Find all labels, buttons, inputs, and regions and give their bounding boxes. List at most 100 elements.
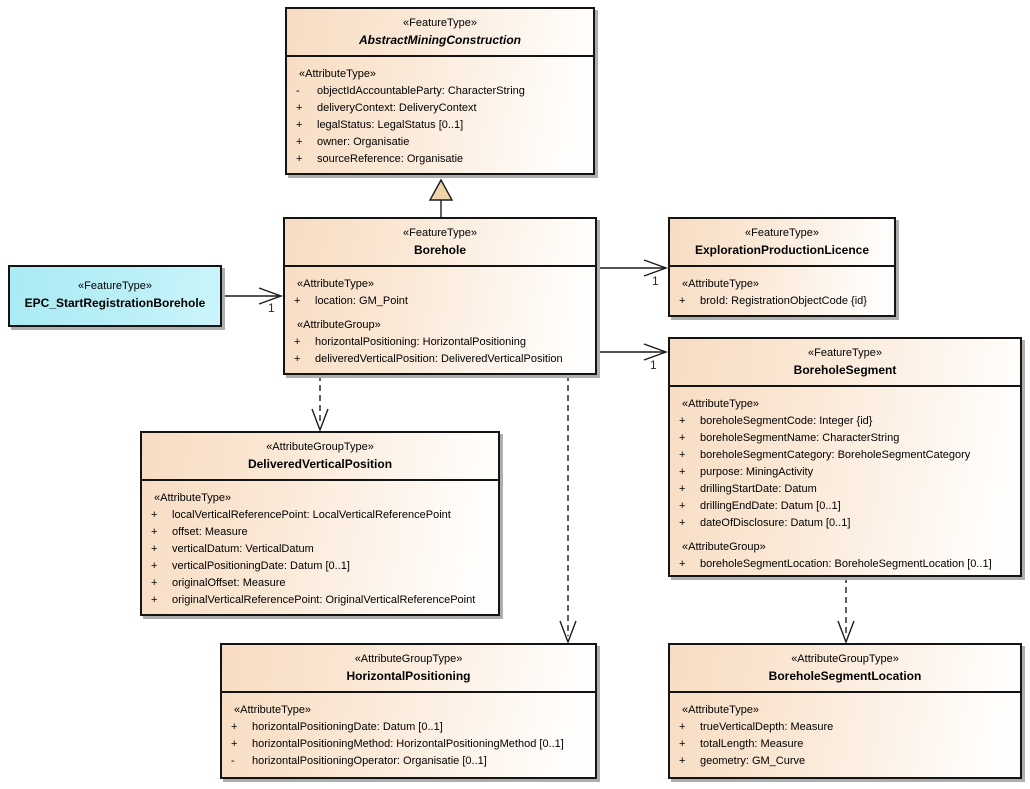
attribute-row[interactable]: + horizontalPositioningMethod: Horizontal… <box>222 736 595 753</box>
class-abstract-mining-construction[interactable]: «FeatureType» AbstractMiningConstruction… <box>285 7 595 175</box>
dependency-boreholesegment-to-boreholesegmentlocation[interactable] <box>837 577 855 644</box>
attribute-row[interactable]: - horizontalPositioningOperator: Organisa… <box>222 753 595 770</box>
attribute-row[interactable]: +horizontalPositioning: HorizontalPositi… <box>285 334 595 351</box>
attribute-row[interactable]: + geometry: GM_Curve <box>670 753 1020 770</box>
attribute-row[interactable]: +location: GM_Point <box>285 293 595 310</box>
attribute-row[interactable]: + drillingStartDate: Datum <box>670 481 1020 498</box>
attribute-text: originalOffset: Measure <box>172 577 286 589</box>
attribute-row[interactable]: + verticalPositioningDate: Datum [0..1] <box>142 558 498 575</box>
visibility-marker: + <box>296 102 303 114</box>
attribute-text: owner: Organisatie <box>317 136 410 148</box>
attribute-row[interactable]: +broId: RegistrationObjectCode {id} <box>670 293 894 310</box>
attribute-row[interactable]: +verticalDatum: VerticalDatum <box>142 541 498 558</box>
stereotype-label: «FeatureType» <box>808 347 882 359</box>
class-header: «FeatureType» ExplorationProductionLicen… <box>670 219 894 267</box>
attribute-text: verticalDatum: VerticalDatum <box>172 543 314 555</box>
attribute-row[interactable]: +drillingEndDate: Datum [0..1] <box>670 498 1020 515</box>
dependency-borehole-to-deliveredverticalposition[interactable] <box>311 375 329 432</box>
stereotype-label: «AttributeGroupType» <box>791 653 899 665</box>
attribute-row[interactable]: +deliveredVerticalPosition: DeliveredVer… <box>285 351 595 368</box>
attribute-row[interactable]: -objectIdAccountableParty: CharacterStri… <box>287 83 593 100</box>
attribute-group-heading: «AttributeGroup» <box>682 541 766 553</box>
class-delivered-vertical-position[interactable]: «AttributeGroupType» DeliveredVerticalPo… <box>140 431 500 616</box>
class-epc-start-registration-borehole[interactable]: «FeatureType» EPC_StartRegistrationBoreh… <box>8 265 222 327</box>
visibility-marker: + <box>679 432 686 444</box>
attribute-text: horizontalPositioningOperator: Organisat… <box>252 755 487 767</box>
generalization-borehole-to-abstractminingconstruction[interactable] <box>428 178 454 217</box>
class-header: «FeatureType» Borehole <box>285 219 595 267</box>
stereotype-label: «FeatureType» <box>745 227 819 239</box>
multiplicity-label-borehole-segment: 1 <box>650 358 657 372</box>
visibility-marker: - <box>231 755 235 767</box>
attribute-row[interactable]: + originalVerticalReferencePoint: Origina… <box>142 592 498 609</box>
attribute-row[interactable]: + purpose: MiningActivity <box>670 464 1020 481</box>
attribute-text: deliveredVerticalPosition: DeliveredVert… <box>315 353 563 365</box>
class-name: Borehole <box>413 243 466 257</box>
attribute-text: horizontalPositioning: HorizontalPositio… <box>315 336 526 348</box>
class-horizontal-positioning[interactable]: «AttributeGroupType» HorizontalPositioni… <box>220 643 597 779</box>
class-header: «AttributeGroupType» HorizontalPositioni… <box>222 645 595 693</box>
attribute-text: geometry: GM_Curve <box>700 755 806 767</box>
attribute-row[interactable]: +totalLength: Measure <box>670 736 1020 753</box>
class-header: «FeatureType» EPC_StartRegistrationBoreh… <box>10 267 220 315</box>
attribute-row[interactable]: +offset: Measure <box>142 524 498 541</box>
attribute-row[interactable]: +legalStatus: LegalStatus [0..1] <box>287 117 593 134</box>
attribute-type-heading: «AttributeType» <box>682 704 760 716</box>
class-name: BoreholeSegmentLocation <box>768 669 922 683</box>
attribute-row[interactable]: +boreholeSegmentLocation: BoreholeSegmen… <box>670 556 1020 573</box>
attribute-row[interactable]: +originalOffset: Measure <box>142 575 498 592</box>
attribute-text: location: GM_Point <box>315 295 408 307</box>
visibility-marker: + <box>296 136 303 148</box>
dependency-borehole-to-horizontalpositioning[interactable] <box>559 375 577 644</box>
attribute-group-heading: «AttributeGroup» <box>297 319 381 331</box>
attribute-row[interactable]: + boreholeSegmentCode: Integer {id} <box>670 413 1020 430</box>
multiplicity-label-epc-borehole: 1 <box>268 301 275 315</box>
attribute-text: trueVerticalDepth: Measure <box>700 721 834 733</box>
visibility-marker: + <box>296 153 303 165</box>
attribute-text: horizontalPositioningMethod: HorizontalP… <box>252 738 564 750</box>
association-epc-to-borehole[interactable] <box>222 287 284 305</box>
attribute-row[interactable]: +localVerticalReferencePoint: LocalVerti… <box>142 507 498 524</box>
visibility-marker: + <box>679 755 686 767</box>
attribute-text: boreholeSegmentCode: Integer {id} <box>700 415 873 427</box>
attribute-text: boreholeSegmentLocation: BoreholeSegment… <box>700 558 992 570</box>
attribute-row[interactable]: +boreholeSegmentCategory: BoreholeSegmen… <box>670 447 1020 464</box>
visibility-marker: + <box>679 466 686 478</box>
attribute-text: originalVerticalReferencePoint: Original… <box>172 594 476 606</box>
attribute-text: sourceReference: Organisatie <box>317 153 464 165</box>
attribute-row[interactable]: +dateOfDisclosure: Datum [0..1] <box>670 515 1020 532</box>
attributes-compartment: «AttributeType» +broId: RegistrationObje… <box>670 267 894 310</box>
attribute-row[interactable]: +deliveryContext: DeliveryContext <box>287 100 593 117</box>
attribute-type-heading: «AttributeType» <box>154 492 232 504</box>
attribute-text: verticalPositioningDate: Datum [0..1] <box>172 560 350 572</box>
attribute-row[interactable]: + sourceReference: Organisatie <box>287 151 593 168</box>
class-name: EPC_StartRegistrationBorehole <box>24 296 206 310</box>
attributes-compartment: «AttributeType» +localVerticalReferenceP… <box>142 481 498 609</box>
association-borehole-to-explorationproductionlicence[interactable] <box>597 259 669 277</box>
attribute-type-heading: «AttributeType» <box>682 398 760 410</box>
attributes-compartment: «AttributeType» +trueVerticalDepth: Meas… <box>670 693 1020 770</box>
attribute-row[interactable]: +trueVerticalDepth: Measure <box>670 719 1020 736</box>
class-borehole-segment-location[interactable]: «AttributeGroupType» BoreholeSegmentLoca… <box>668 643 1022 779</box>
visibility-marker: + <box>679 483 686 495</box>
visibility-marker: + <box>679 415 686 427</box>
attribute-type-heading: «AttributeType» <box>682 278 760 290</box>
association-borehole-to-boreholesegment[interactable] <box>597 343 669 361</box>
visibility-marker: + <box>679 517 686 529</box>
class-exploration-production-licence[interactable]: «FeatureType» ExplorationProductionLicen… <box>668 217 896 317</box>
attribute-row[interactable]: +horizontalPositioningDate: Datum [0..1] <box>222 719 595 736</box>
visibility-marker: + <box>151 509 158 521</box>
attribute-text: offset: Measure <box>172 526 248 538</box>
attribute-text: drillingStartDate: Datum <box>700 483 817 495</box>
visibility-marker: + <box>151 594 158 606</box>
class-borehole-segment[interactable]: «FeatureType» BoreholeSegment «Attribute… <box>668 337 1022 577</box>
attribute-row[interactable]: + owner: Organisatie <box>287 134 593 151</box>
visibility-marker: + <box>231 738 238 750</box>
attribute-text: horizontalPositioningDate: Datum [0..1] <box>252 721 443 733</box>
visibility-marker: + <box>151 560 158 572</box>
attribute-row[interactable]: +boreholeSegmentName: CharacterString <box>670 430 1020 447</box>
class-borehole[interactable]: «FeatureType» Borehole «AttributeType» +… <box>283 217 597 375</box>
attribute-text: purpose: MiningActivity <box>700 466 814 478</box>
attribute-type-heading: «AttributeType» <box>299 68 377 80</box>
